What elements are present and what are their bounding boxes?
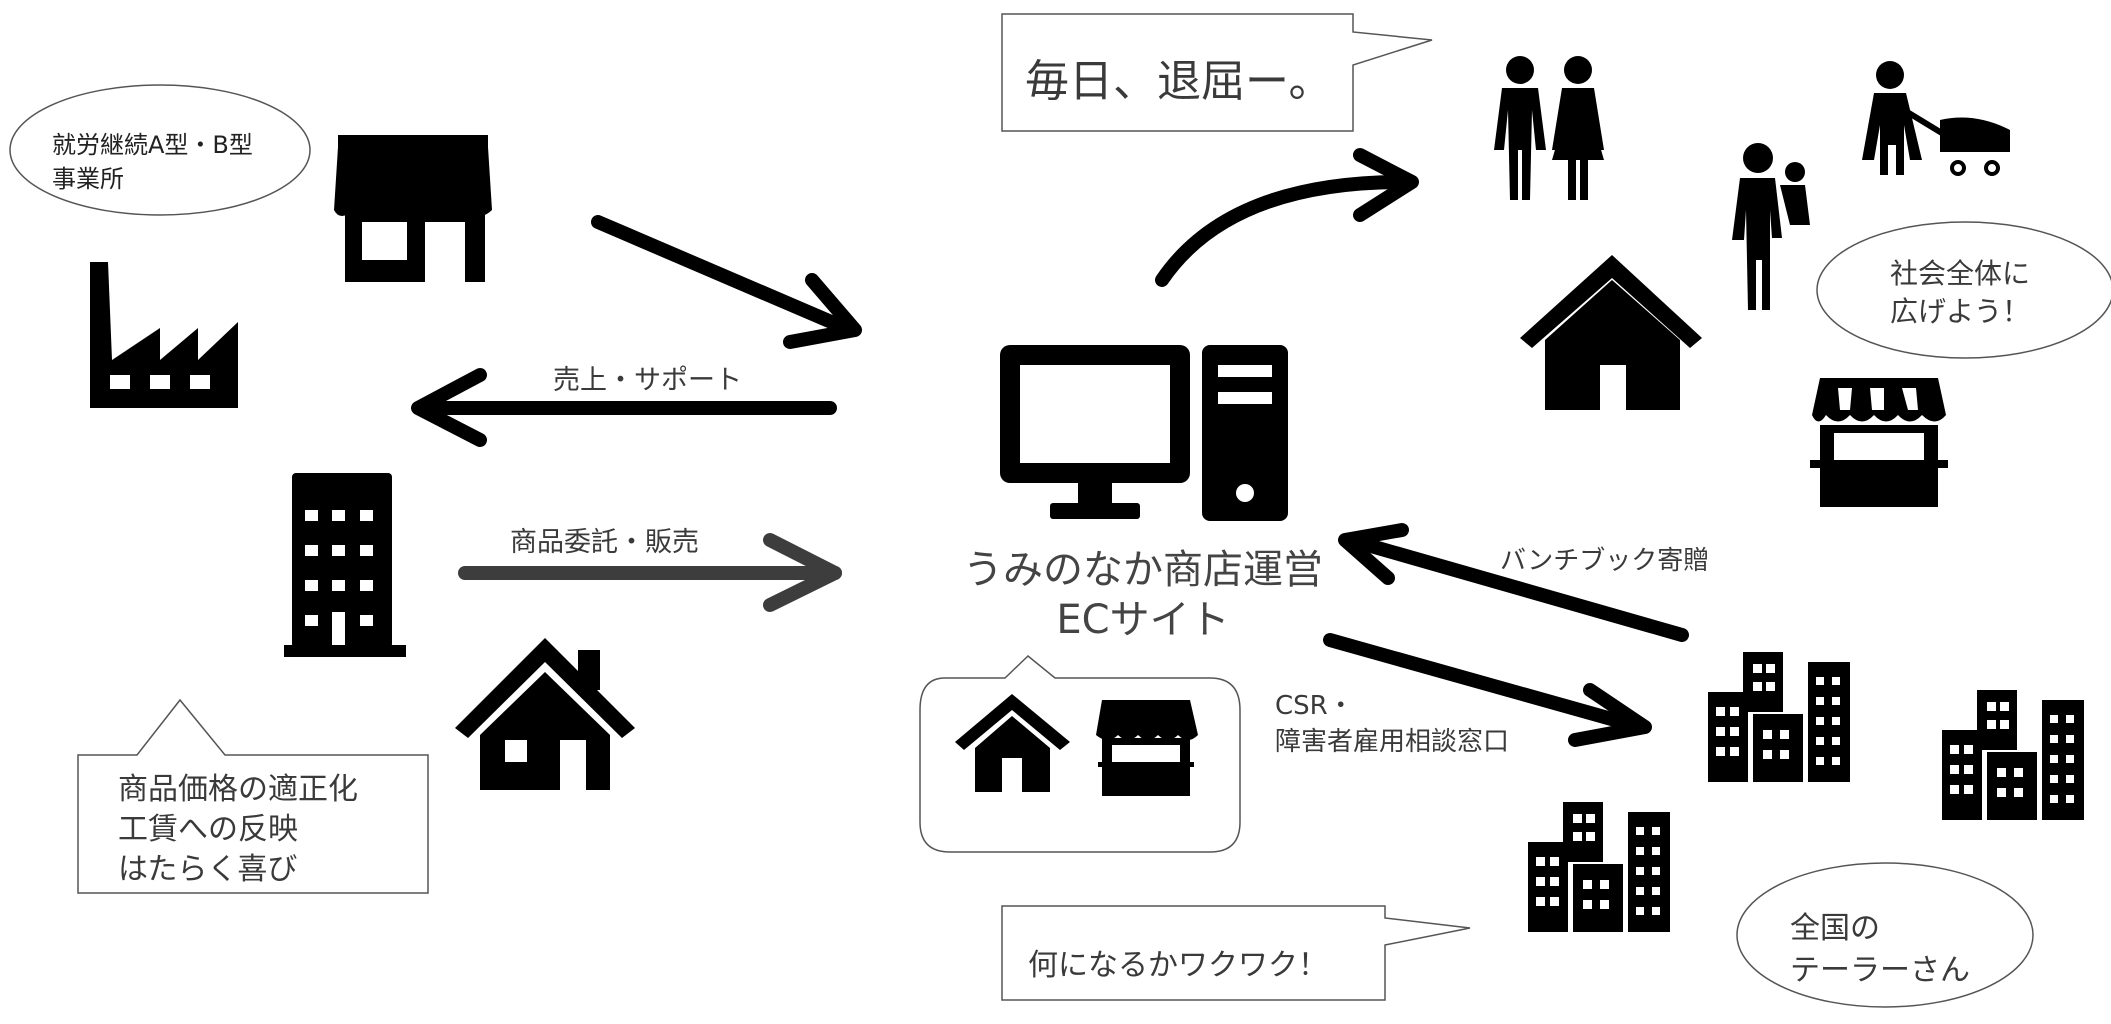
factory-icon xyxy=(90,262,238,408)
donation-label: バンチブック寄贈 xyxy=(1500,546,1710,576)
woman-with-stroller-icon xyxy=(1862,61,2010,176)
csr-label: CSR・ 障害者雇用相談窓口 xyxy=(1275,691,1510,757)
parent-with-child-icon xyxy=(1732,143,1810,310)
tailors-bubble xyxy=(1736,862,2034,1008)
tailors-text: 全国の テーラーさん xyxy=(1790,911,1970,988)
house-icon xyxy=(455,638,635,790)
bored-speech-box xyxy=(1001,13,1433,132)
workshop-bubble xyxy=(9,84,311,216)
small-house-icon xyxy=(955,694,1070,792)
city-buildings-icon-far xyxy=(1942,690,2084,820)
desktop-computer-icon xyxy=(1000,345,1288,521)
house-icon-right xyxy=(1520,255,1702,410)
arrow-to-site xyxy=(591,215,862,349)
consignment-label: 商品委託・販売 xyxy=(510,527,699,558)
left-callout-box xyxy=(77,698,429,894)
spread-text: 社会全体に 広げよう！ xyxy=(1889,257,2030,328)
arrow-csr xyxy=(1323,633,1652,747)
sales-support-label: 売上・サポート xyxy=(553,365,742,396)
excited-speech-box xyxy=(1001,905,1471,1001)
office-building-icon xyxy=(284,473,406,657)
shop-awning-icon xyxy=(334,135,492,282)
arrow-consignment xyxy=(458,533,842,612)
bored-text: 毎日、退屈ー。 xyxy=(1025,56,1333,107)
site-name: うみのなか商店運営 ECサイト xyxy=(963,547,1323,643)
arrow-sales-support xyxy=(411,368,837,447)
workshop-label: 就労継続A型・B型 事業所 xyxy=(52,131,253,193)
spread-bubble xyxy=(1816,221,2111,359)
couple-icon xyxy=(1494,56,1604,200)
arrow-donation xyxy=(1338,523,1689,642)
shop-thought-bubble xyxy=(919,655,1241,853)
left-callout-text: 商品価格の適正化 工賃への反映 はたらく喜び xyxy=(118,772,358,887)
city-buildings-icon xyxy=(1708,652,1850,782)
city-buildings-icon-lower xyxy=(1528,802,1670,932)
small-shop-icon xyxy=(1096,700,1198,796)
excited-text: 何になるかワクワク！ xyxy=(1028,948,1328,983)
market-stall-icon xyxy=(1810,378,1948,507)
arrow-to-society xyxy=(1155,148,1419,287)
